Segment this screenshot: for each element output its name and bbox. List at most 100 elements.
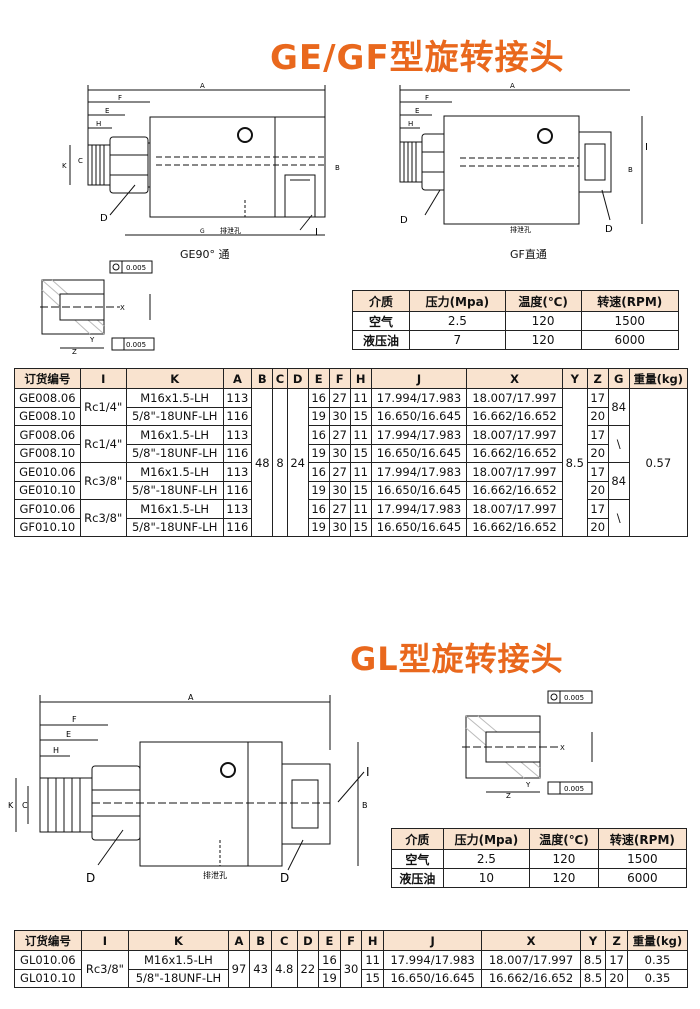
gf-dim-f: F [425, 94, 429, 102]
cell: 27 [328, 499, 351, 519]
cell: GE010.06 [14, 462, 81, 482]
cell: 5/8"-18UNF-LH [128, 968, 229, 988]
gl-tol-2: 0.005 [564, 785, 584, 793]
gl-dim-c: C [22, 801, 28, 810]
th: 订货编号 [14, 930, 82, 951]
cell: 120 [504, 330, 582, 350]
cell: Rc1/4" [79, 425, 127, 463]
dim-h: H [96, 120, 101, 128]
cell: \ [607, 499, 630, 537]
th: B [249, 930, 272, 951]
cell: 16.662/16.652 [466, 517, 563, 537]
port-detail-1: 0.005 0.005 X Y Z [40, 260, 155, 356]
cell: 84 [607, 388, 630, 426]
cell: 0.35 [626, 968, 689, 988]
gl-drain-label: 排泄孔 [203, 870, 227, 880]
tol-2: 0.005 [126, 341, 146, 349]
drain-label: 排泄孔 [220, 226, 241, 235]
cell: 19 [307, 517, 330, 537]
dim-f: F [118, 94, 122, 102]
th: C [270, 930, 298, 951]
cell: 16 [307, 388, 330, 408]
th: J [382, 930, 483, 951]
dim-a: A [200, 82, 205, 90]
th: H [349, 368, 372, 389]
cell: 20 [586, 517, 609, 537]
cell: 20 [586, 443, 609, 463]
cell: 19 [307, 443, 330, 463]
cell: M16x1.5-LH [125, 499, 224, 519]
cell: GF010.06 [14, 499, 81, 519]
cell: 16.662/16.652 [466, 480, 563, 500]
th: 介质 [391, 828, 444, 850]
cell: 113 [222, 462, 253, 482]
cell: GF008.06 [14, 425, 81, 445]
cell: 11 [349, 462, 372, 482]
gl-tol-1: 0.005 [564, 694, 584, 702]
dim-y: Y [89, 336, 95, 344]
th: I [80, 930, 130, 951]
cell: GL010.06 [14, 950, 82, 970]
cell: 27 [328, 462, 351, 482]
cell: 17.994/17.983 [370, 425, 468, 445]
cell: 18.007/17.997 [466, 499, 563, 519]
ge-drawing: A F E H K C B G D I 排泄孔 [62, 82, 340, 238]
cell: 17.994/17.983 [382, 950, 483, 970]
cell: 30 [328, 443, 351, 463]
dim-b: B [335, 164, 340, 172]
th: B [251, 368, 274, 389]
cell: GL010.10 [14, 968, 82, 988]
gf-drain-label: 排泄孔 [510, 225, 531, 234]
gl-dim-e: E [66, 730, 71, 739]
cell: 113 [222, 499, 253, 519]
gl-title: GL型旋转接头 [350, 640, 564, 678]
cell: 20 [586, 406, 609, 426]
th: G [607, 368, 630, 389]
cell: 空气 [351, 311, 411, 331]
th: Y [579, 930, 607, 951]
cell: 18.007/17.997 [466, 425, 563, 445]
cell: 6000 [580, 330, 680, 350]
gl-dim-b: B [362, 801, 368, 810]
dim-c: C [78, 157, 83, 165]
th: X [466, 368, 563, 389]
cell: 16.650/16.645 [370, 480, 468, 500]
label-d: D [100, 213, 108, 224]
cell: 液压油 [391, 868, 444, 888]
cell: 17 [586, 425, 609, 445]
th: E [307, 368, 330, 389]
gf-label-d2: D [605, 224, 613, 235]
cell: 17.994/17.983 [370, 388, 468, 408]
cell: 11 [349, 425, 372, 445]
gf-dim-b: B [628, 166, 633, 174]
cell: 16.662/16.652 [481, 968, 581, 988]
cell: 30 [339, 950, 363, 988]
cell: M16x1.5-LH [125, 462, 224, 482]
gl-label-i: I [366, 765, 370, 779]
th: Z [586, 368, 609, 389]
cell: 0.57 [628, 388, 689, 537]
cell: 17 [586, 462, 609, 482]
gl-dim-z: Z [506, 792, 511, 800]
cell: 8 [272, 388, 288, 537]
dim-g: G [200, 228, 205, 235]
cell: 97 [227, 950, 251, 988]
cell: 10 [442, 868, 531, 888]
gf-drawing: A F E H B D D I 排泄孔 [399, 82, 648, 235]
cell: 18.007/17.997 [481, 950, 581, 970]
th: 重量(kg) [628, 368, 689, 389]
th: 温度(℃) [504, 290, 582, 312]
cell: 20 [586, 480, 609, 500]
cell: 11 [349, 499, 372, 519]
ge-gf-title: GE/GF型旋转接头 [270, 38, 565, 78]
th: A [227, 930, 251, 951]
cell: 113 [222, 388, 253, 408]
cell: 18.007/17.997 [466, 462, 563, 482]
cell: 20 [605, 968, 628, 988]
cell: 15 [349, 406, 372, 426]
th: A [222, 368, 253, 389]
